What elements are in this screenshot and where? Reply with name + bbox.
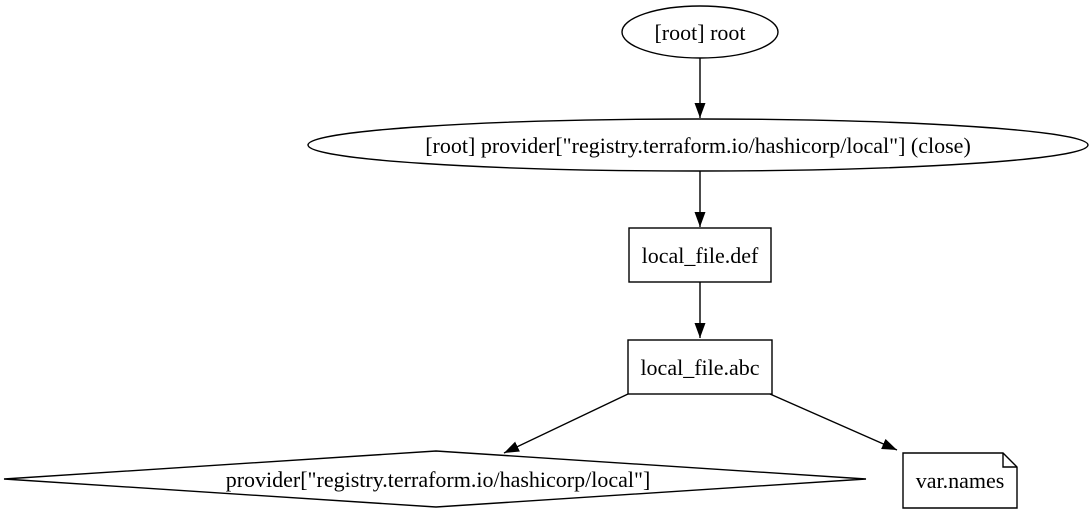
node-root-ellipse [621,5,779,59]
node-local-file-abc-box [627,339,773,395]
node-label-root: [root] root [654,20,746,45]
node-label-local-file-abc: local_file.abc [640,355,760,380]
node-provider-diamond [3,450,867,508]
node-label-provider-close: [root] provider["registry.terraform.io/h… [425,133,971,158]
node-label-var-names: var.names [915,468,1005,493]
edge-local-file-abc-to-var-names [769,393,898,451]
edge-local-file-abc-to-provider [503,393,629,454]
node-var-names-note [902,452,1018,509]
note-fold-corner [1002,453,1017,468]
node-provider-close-ellipse [307,118,1089,172]
node-label-local-file-def: local_file.def [641,243,759,268]
node-label-provider: provider["registry.terraform.io/hashicor… [225,467,651,492]
node-local-file-def-box [628,227,772,283]
